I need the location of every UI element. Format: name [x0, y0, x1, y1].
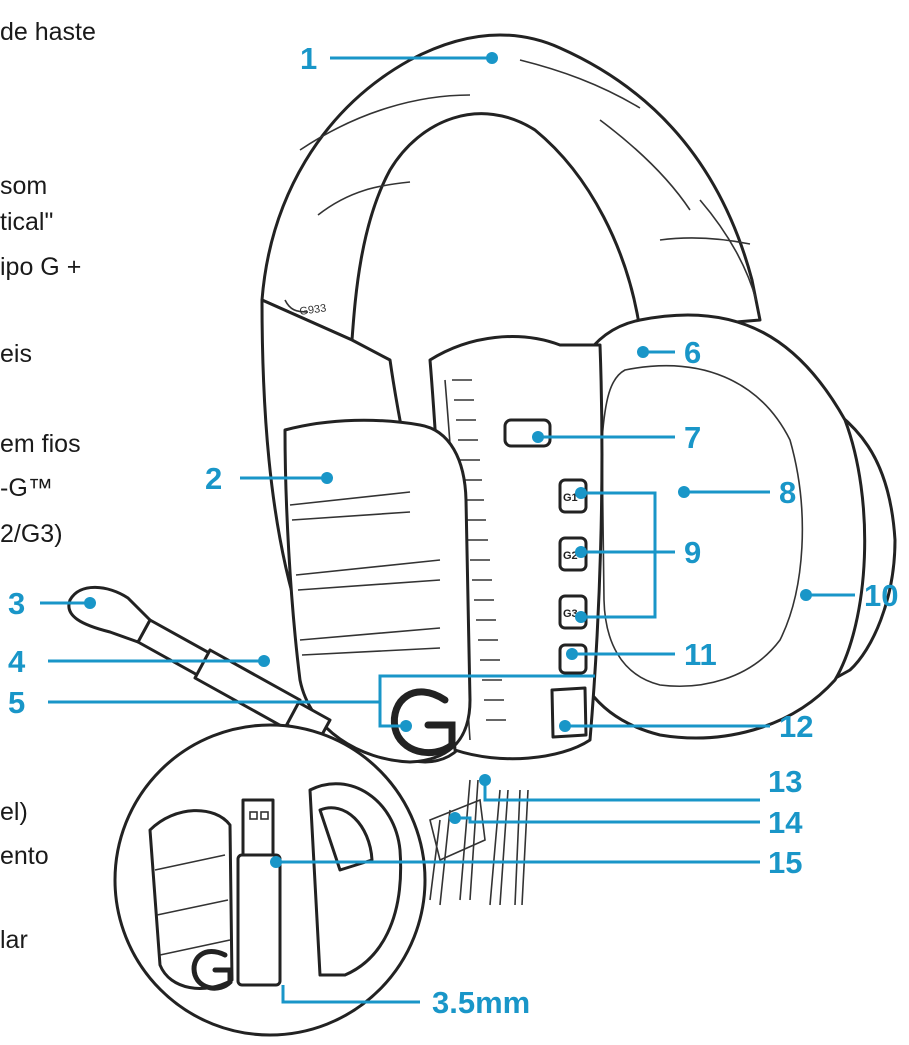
- callout-13: 13: [768, 764, 802, 799]
- right-ear-cup: [560, 315, 895, 738]
- usb-receiver: [238, 855, 280, 985]
- microphone-boom: [69, 587, 330, 742]
- callout-1: 1: [300, 41, 317, 76]
- headband: [262, 35, 760, 340]
- detail-inset: [115, 725, 425, 1035]
- callout-2: 2: [205, 461, 222, 496]
- callout-8: 8: [779, 475, 796, 510]
- callout-3-5mm: 3.5mm: [432, 985, 530, 1020]
- mic-mute-button: [505, 420, 550, 446]
- usb-plug: [243, 800, 273, 855]
- callout-14: 14: [768, 805, 803, 840]
- callout-10: 10: [864, 578, 898, 613]
- callout-4: 4: [8, 644, 26, 679]
- callout-6: 6: [684, 335, 701, 370]
- callout-7: 7: [684, 420, 701, 455]
- callout-3: 3: [8, 586, 25, 621]
- callout-15: 15: [768, 845, 802, 880]
- callout-12: 12: [779, 709, 813, 744]
- callout-5: 5: [8, 685, 25, 720]
- callout-9: 9: [684, 535, 701, 570]
- callout-11: 11: [684, 637, 717, 672]
